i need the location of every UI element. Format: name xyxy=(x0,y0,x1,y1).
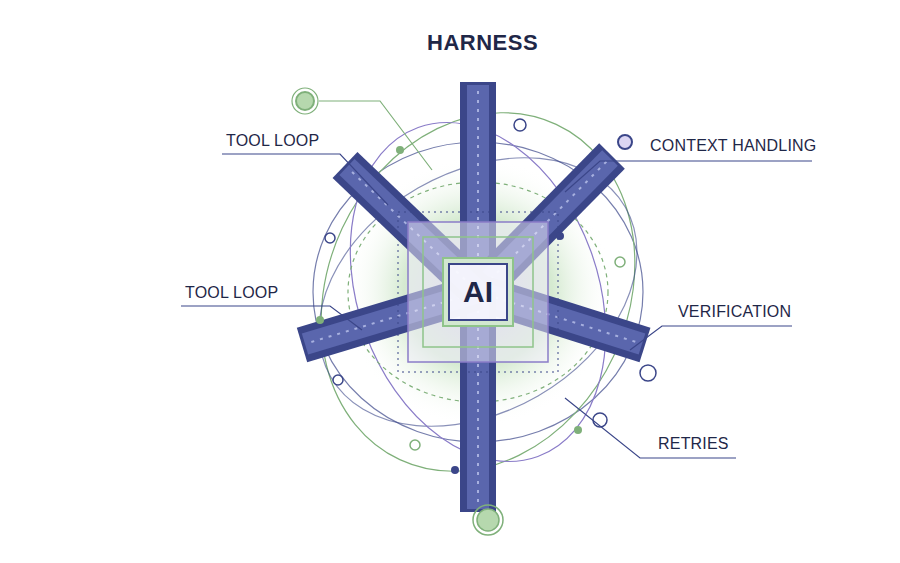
leader-line xyxy=(181,306,362,330)
orbit-dot xyxy=(410,440,420,450)
callout-dot xyxy=(618,135,632,149)
orbit-dot xyxy=(451,466,459,474)
ai-core-box: AI xyxy=(448,263,508,321)
orbit-dot xyxy=(325,233,335,243)
callout-dot xyxy=(292,88,318,114)
callout-label: TOOL LOOP xyxy=(224,131,321,151)
orbit-dot xyxy=(396,146,404,154)
chip-frame xyxy=(423,237,533,347)
orbit-dot xyxy=(333,375,343,385)
orbit-dot xyxy=(514,119,526,131)
leader-line xyxy=(565,398,736,458)
callout-dot xyxy=(296,92,314,110)
callout-label: RETRIES xyxy=(656,434,731,454)
leader-line xyxy=(565,161,812,192)
callout-label: CONTEXT HANDLING xyxy=(648,136,818,156)
leader-line xyxy=(319,101,432,170)
callout-label: VERIFICATION xyxy=(676,302,793,322)
leader-line xyxy=(630,326,792,350)
orbit-dot xyxy=(473,505,503,535)
nodes-dots xyxy=(316,119,656,535)
orbit-dot xyxy=(316,316,324,324)
orbit-dot xyxy=(574,426,582,434)
chip-frame xyxy=(398,212,558,372)
chip-frame xyxy=(408,222,548,362)
orbit-dot xyxy=(615,257,625,267)
orbit-dot xyxy=(477,509,499,531)
orbit-line xyxy=(264,61,692,523)
leader-line xyxy=(222,154,388,205)
orbit-dot xyxy=(640,365,656,381)
harness-arms xyxy=(302,82,645,512)
chip-frames xyxy=(398,212,558,372)
node-text: AI xyxy=(463,275,493,309)
orbit-lines xyxy=(264,61,692,523)
callout-label: TOOL LOOP xyxy=(183,283,280,303)
orbit-dot xyxy=(556,232,564,240)
orbit-dot xyxy=(593,413,607,427)
diagram-title: HARNESS xyxy=(427,30,538,56)
